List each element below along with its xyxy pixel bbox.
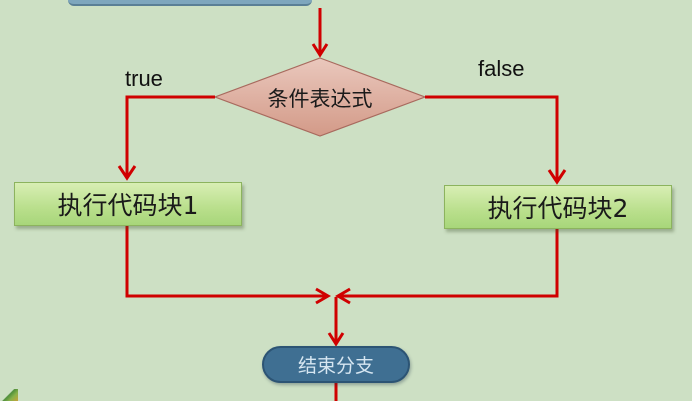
process-box-block2-label: 执行代码块2 <box>487 194 629 223</box>
end-node-pill: 结束分支 <box>262 346 410 383</box>
arrow-block2-to-merge <box>335 227 559 305</box>
decision-label: 条件表达式 <box>267 87 373 111</box>
arrow-merge-to-end <box>327 297 345 347</box>
arrow-false-branch <box>425 95 567 185</box>
process-box-block2: 执行代码块2 <box>444 185 672 229</box>
arrow-true-branch <box>117 95 215 181</box>
arrow-block1-to-merge <box>125 224 331 305</box>
corner-decoration <box>0 389 18 401</box>
arrow-start-to-condition <box>311 8 329 58</box>
edge-label-false: false <box>478 56 525 81</box>
edge-label-true: true <box>125 66 163 91</box>
process-box-block1-label: 执行代码块1 <box>57 191 199 220</box>
end-node-label: 结束分支 <box>297 355 374 377</box>
process-box-block1: 执行代码块1 <box>14 182 242 226</box>
start-node-partial <box>68 0 312 6</box>
decision-diamond <box>213 57 427 137</box>
